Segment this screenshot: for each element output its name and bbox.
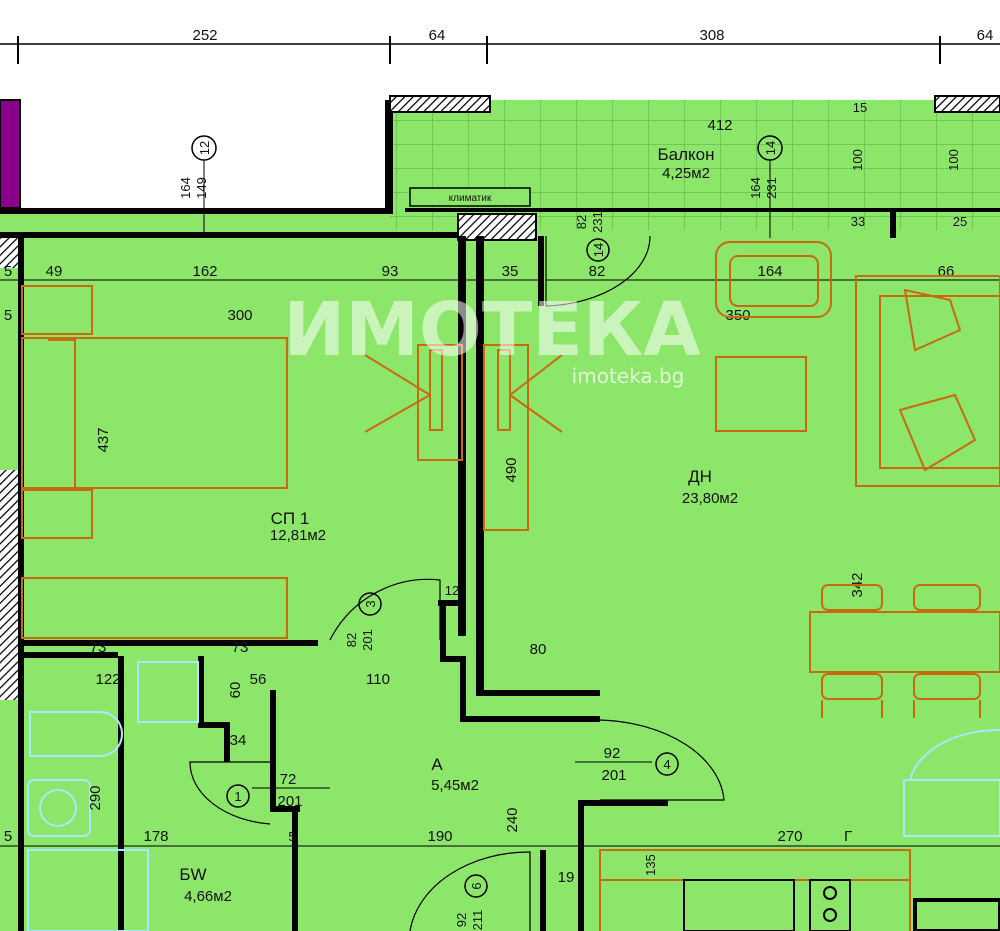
dim-82: 82 <box>589 263 606 280</box>
balcony-name: Балкон <box>657 145 714 164</box>
dim-5c: 5 <box>4 828 12 845</box>
dim-56: 56 <box>250 671 267 688</box>
bathroom-name: БW <box>179 865 206 884</box>
dim-60: 60 <box>227 682 244 699</box>
dim-15: 15 <box>853 100 867 115</box>
top-dim-2: 64 <box>429 27 446 44</box>
balcony-area: 4,25м2 <box>662 165 710 182</box>
kitchen-counter <box>599 849 911 931</box>
watermark: ИМОТЕКА <box>283 287 700 373</box>
wardrobe <box>364 344 563 531</box>
climatic-label: климатик <box>449 193 492 204</box>
living-name: ДН <box>688 467 712 486</box>
balcony-door-swing <box>545 235 651 307</box>
door-tag-14b: 14 164 231 <box>748 135 783 238</box>
floor-area <box>0 208 1000 931</box>
top-dim-4: 64 <box>977 27 994 44</box>
svg-text:82: 82 <box>344 633 359 647</box>
dim-135: 135 <box>643 854 658 876</box>
svg-text:201: 201 <box>601 767 626 784</box>
dim-100a: 100 <box>850 149 865 171</box>
bathroom-area: 4,66м2 <box>184 888 232 905</box>
hall-area: 5,45м2 <box>431 777 479 794</box>
svg-text:82: 82 <box>574 215 589 229</box>
dim-162: 162 <box>192 263 217 280</box>
dim-73a: 73 <box>90 639 107 656</box>
svg-text:164: 164 <box>178 177 193 199</box>
door-6: 6 92 211 <box>409 851 531 931</box>
svg-text:12: 12 <box>197 141 212 155</box>
svg-text:3: 3 <box>363 600 378 607</box>
dim-290: 290 <box>87 785 104 810</box>
climatic-unit <box>409 187 531 207</box>
top-dim-1: 252 <box>192 27 217 44</box>
dim-164: 164 <box>757 263 782 280</box>
dim-270: 270 <box>777 828 802 845</box>
svg-text:201: 201 <box>277 793 302 810</box>
svg-text:92: 92 <box>604 745 621 762</box>
dim-190: 190 <box>427 828 452 845</box>
svg-text:4: 4 <box>663 757 670 772</box>
svg-text:201: 201 <box>360 629 375 651</box>
armchair <box>715 241 832 318</box>
dim-93: 93 <box>382 263 399 280</box>
door-1: 1 72 201 <box>189 761 330 825</box>
svg-text:211: 211 <box>470 910 485 931</box>
dim-12: 12 <box>445 583 459 598</box>
g-mark: Г <box>844 828 852 845</box>
svg-text:149: 149 <box>194 177 209 199</box>
svg-text:92: 92 <box>454 913 469 927</box>
dim-66: 66 <box>938 263 955 280</box>
column-left <box>0 100 20 208</box>
dim-490: 490 <box>503 457 520 482</box>
dim-35: 35 <box>502 263 519 280</box>
dim-73b: 73 <box>232 639 249 656</box>
dim-300: 300 <box>227 307 252 324</box>
dim-5b: 5 <box>4 307 12 324</box>
dim-49: 49 <box>46 263 63 280</box>
door-tag-12: 12 164 149 <box>178 135 217 238</box>
hall-name: А <box>431 755 443 774</box>
dim-34: 34 <box>230 732 247 749</box>
dim-19: 19 <box>558 869 575 886</box>
dim-437: 437 <box>95 427 112 452</box>
dim-5d: 5 <box>288 829 295 844</box>
dining-table <box>809 584 1000 718</box>
bed <box>21 285 288 639</box>
dim-100b: 100 <box>946 149 961 171</box>
top-dimension-line: 252 64 308 64 <box>0 27 1000 64</box>
svg-text:231: 231 <box>590 211 605 233</box>
dim-110: 110 <box>366 671 390 688</box>
coffee-table <box>715 356 807 432</box>
dim-178: 178 <box>143 828 168 845</box>
svg-text:72: 72 <box>280 771 297 788</box>
door-4: 4 92 201 <box>575 719 725 801</box>
svg-text:14: 14 <box>763 141 778 155</box>
dim-80: 80 <box>530 641 547 658</box>
svg-text:6: 6 <box>469 882 484 889</box>
dim-122: 122 <box>95 671 120 688</box>
bedroom-name: СП 1 <box>271 509 310 528</box>
watermark-url: imoteka.bg <box>572 364 685 388</box>
door-tag-14: 14 82 231 <box>574 211 610 262</box>
dim-33: 33 <box>851 214 865 229</box>
dim-25: 25 <box>953 214 967 229</box>
bedroom-area: 12,81м2 <box>270 527 326 544</box>
svg-text:1: 1 <box>234 789 241 804</box>
dim-240: 240 <box>504 807 521 832</box>
door-3: 3 82 201 <box>329 578 441 651</box>
dim-350: 350 <box>725 307 750 324</box>
top-dim-3: 308 <box>699 27 724 44</box>
living-area: 23,80м2 <box>682 490 738 507</box>
sofa <box>855 275 1000 487</box>
dim-412: 412 <box>707 117 732 134</box>
bathroom-fixtures <box>27 661 1000 931</box>
svg-text:231: 231 <box>764 177 779 199</box>
svg-text:14: 14 <box>591 243 606 257</box>
svg-text:164: 164 <box>748 177 763 199</box>
dim-5a: 5 <box>4 263 12 280</box>
